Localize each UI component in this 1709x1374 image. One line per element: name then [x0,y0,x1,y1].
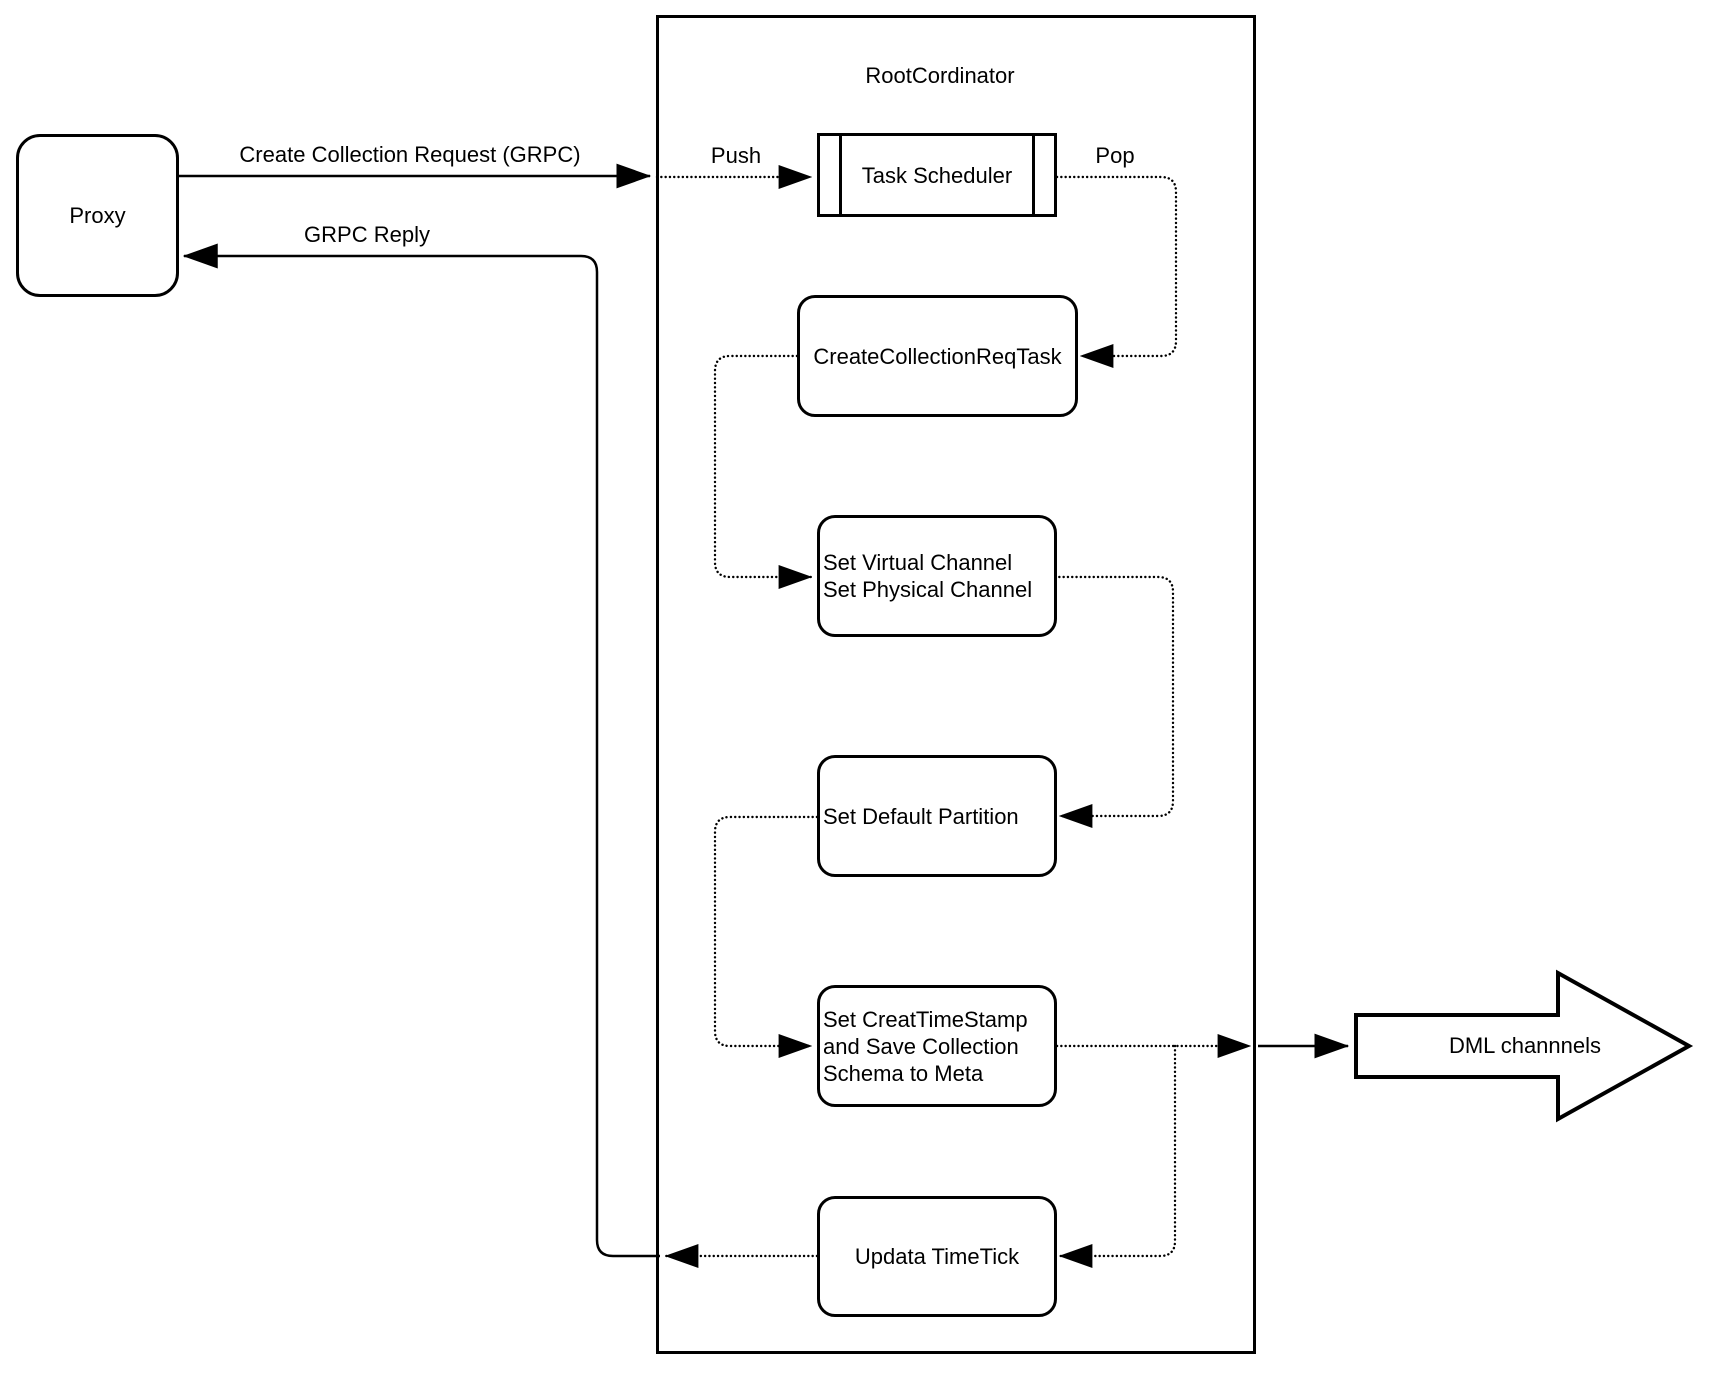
edge-set-channels-to-default-partition [1053,575,1175,828]
task-scheduler-right-bar [1032,136,1035,214]
set-channels-node: Set Virtual Channel Set Physical Channel [817,515,1057,637]
proxy-node: Proxy [16,134,179,297]
edge-timestamp-to-updata-timetick [1058,1044,1177,1268]
task-scheduler-label: Task Scheduler [861,162,1013,188]
set-default-partition-label: Set Default Partition [823,803,1019,829]
updata-timetick-node: Updata TimeTick [817,1196,1057,1317]
rootcordinator-title: RootCordinator [865,63,1015,88]
edge-label-pop: Pop [1095,143,1135,168]
set-default-partition-node: Set Default Partition [817,755,1057,877]
proxy-label: Proxy [69,203,126,228]
set-creat-timestamp-node: Set CreatTimeStamp and Save Collection S… [817,985,1057,1107]
dml-channels-label: DML channnels [1448,1033,1602,1058]
edge-label-create-collection-request: Create Collection Request (GRPC) [239,142,581,167]
edge-label-push: Push [710,143,762,168]
edge-pop [1055,175,1178,368]
edge-label-grpc-reply: GRPC Reply [304,222,430,247]
set-channels-label: Set Virtual Channel Set Physical Channel [823,550,1033,602]
edge-reqtask-to-set-channels [713,354,813,589]
updata-timetick-label: Updata TimeTick [854,1244,1020,1269]
create-collection-req-task-node: CreateCollectionReqTask [797,295,1078,417]
set-creat-timestamp-label: Set CreatTimeStamp and Save Collection S… [823,1006,1028,1086]
rootcordinator-container [656,15,1256,1354]
dml-channels-arrow-shape [1354,969,1694,1123]
task-scheduler-node: Task Scheduler [817,133,1057,217]
create-collection-req-task-label: CreateCollectionReqTask [813,343,1062,369]
edge-grpc-reply [182,243,660,1258]
edge-default-partition-to-timestamp [713,815,819,1058]
task-scheduler-left-bar [839,136,842,214]
